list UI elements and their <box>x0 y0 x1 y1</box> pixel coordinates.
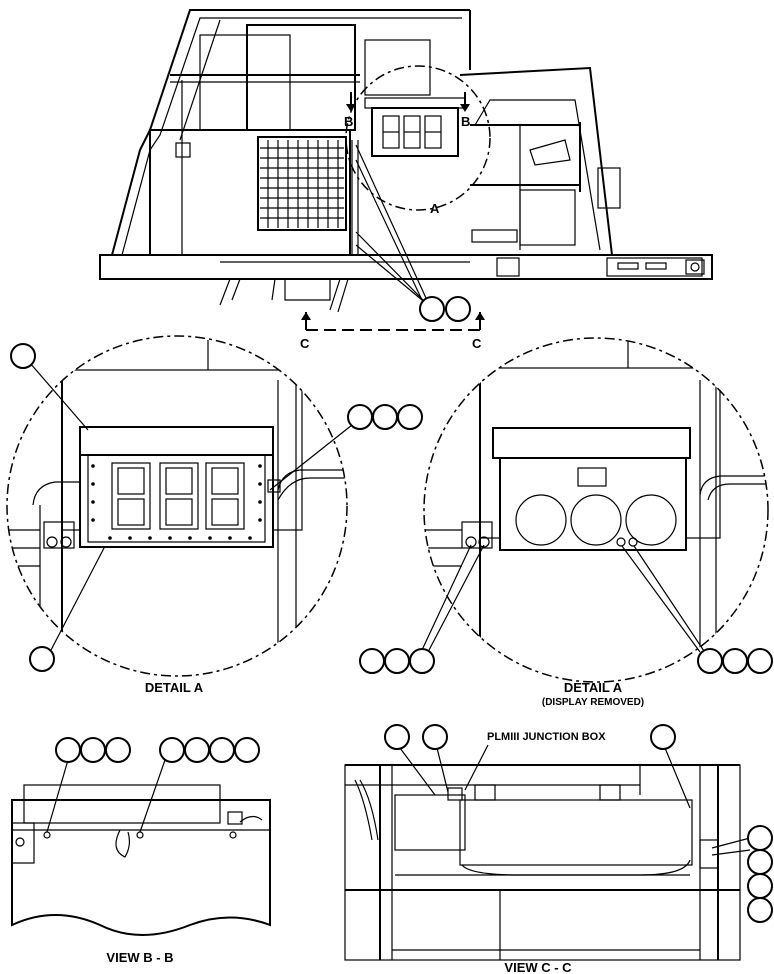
detail-a-removed-subtitle: (DISPLAY REMOVED) <box>542 697 644 708</box>
display-mount-plate <box>499 457 687 551</box>
detail-a-display-removed-view: DETAIL A (DISPLAY REMOVED) <box>359 337 773 708</box>
radiator-grille <box>257 136 347 231</box>
callout-circle <box>445 296 471 322</box>
plm-junction-box <box>459 799 693 866</box>
detail-a-marker: A <box>430 201 440 216</box>
view-b-b-title: VIEW B - B <box>106 950 173 965</box>
section-b-left-label: B <box>344 114 353 129</box>
view-c-c-title: VIEW C - C <box>504 960 572 974</box>
section-c-left-label: C <box>300 336 310 351</box>
junction-box-label: PLMIII JUNCTION BOX <box>487 731 606 743</box>
detail-a-callout-circle <box>345 65 491 211</box>
display-cutout <box>570 494 622 546</box>
machine-overview: B B A C C <box>99 9 713 351</box>
detail-a-view: DETAIL A <box>6 335 423 695</box>
view-b-b: VIEW B - B <box>11 737 271 965</box>
display-cutout <box>625 494 677 546</box>
detail-a-title: DETAIL A <box>145 680 204 695</box>
callout-circle <box>419 296 445 322</box>
section-b-right-label: B <box>461 114 470 129</box>
section-c-right-label: C <box>472 336 482 351</box>
detail-a-removed-title: DETAIL A <box>564 680 623 695</box>
view-c-c: PLMIII JUNCTION BOX VIEW C - C <box>344 724 773 974</box>
display-cutout <box>515 494 567 546</box>
